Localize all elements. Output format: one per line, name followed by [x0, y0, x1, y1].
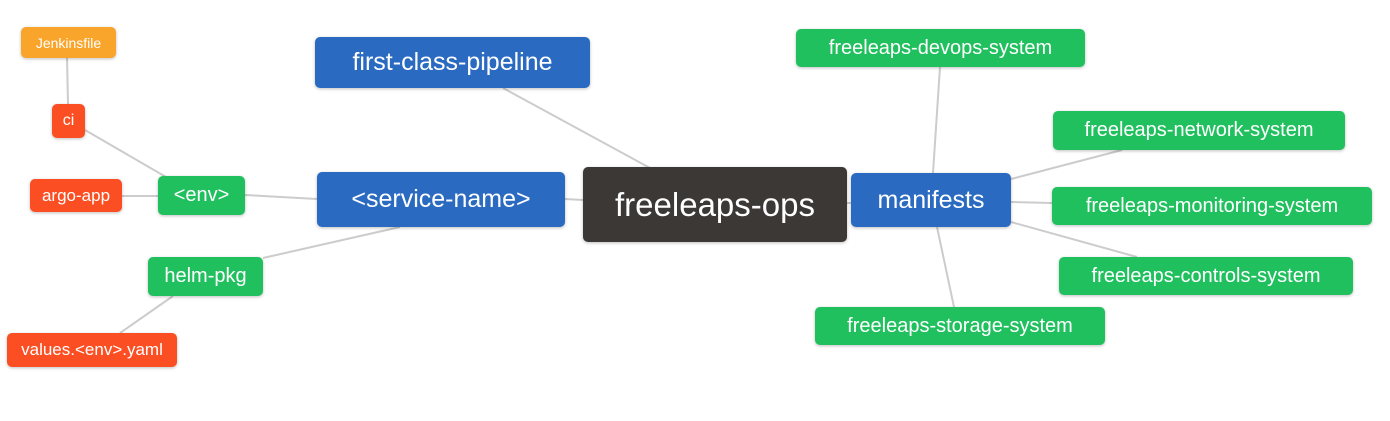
- edge-jenkinsfile-ci: [66, 56, 69, 105]
- node-freeleaps-monitoring-system[interactable]: freeleaps-monitoring-system: [1052, 187, 1372, 225]
- node-values-env-yaml[interactable]: values.<env>.yaml: [7, 333, 177, 367]
- node-argo-app[interactable]: argo-app: [30, 179, 122, 212]
- node-jenkinsfile[interactable]: Jenkinsfile: [21, 27, 116, 58]
- node-freeleaps-devops-system[interactable]: freeleaps-devops-system: [796, 29, 1085, 67]
- edge-manifests-storage-system: [936, 226, 955, 308]
- edge-helm-pkg-service-name: [262, 226, 401, 259]
- edge-pipeline-freeleaps-ops: [502, 87, 651, 169]
- node-manifests[interactable]: manifests: [851, 173, 1011, 227]
- node-first-class-pipeline[interactable]: first-class-pipeline: [315, 37, 590, 88]
- node-ci[interactable]: ci: [52, 104, 85, 138]
- edge-service-name-freeleaps-ops: [564, 198, 584, 201]
- edge-manifests-monitoring-system: [1010, 201, 1053, 204]
- edge-env-service-name: [244, 194, 318, 200]
- node-freeleaps-controls-system[interactable]: freeleaps-controls-system: [1059, 257, 1353, 295]
- node-freeleaps-ops[interactable]: freeleaps-ops: [583, 167, 847, 242]
- node-freeleaps-storage-system[interactable]: freeleaps-storage-system: [815, 307, 1105, 345]
- node-helm-pkg[interactable]: helm-pkg: [148, 257, 263, 296]
- edge-manifests-controls-system: [1010, 221, 1138, 258]
- edge-manifests-devops-system: [932, 66, 941, 174]
- node-service-name[interactable]: <service-name>: [317, 172, 565, 227]
- edge-manifests-network-system: [1010, 149, 1123, 180]
- node-env[interactable]: <env>: [158, 176, 245, 215]
- node-freeleaps-network-system[interactable]: freeleaps-network-system: [1053, 111, 1345, 150]
- edge-ci-env: [84, 129, 167, 178]
- edge-values-helm-pkg: [119, 295, 174, 334]
